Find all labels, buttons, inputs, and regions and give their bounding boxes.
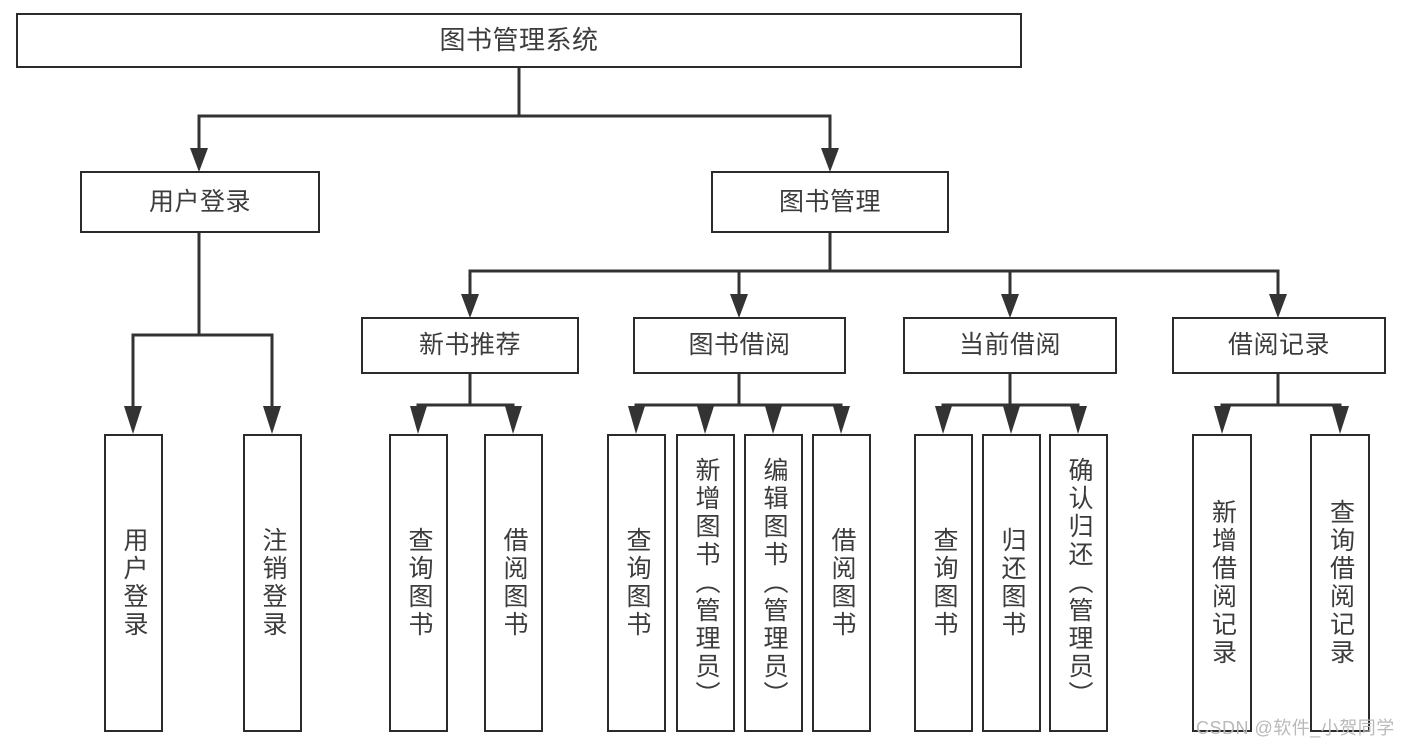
node-label: 借阅记录	[1227, 331, 1330, 359]
node-label: 注销登录	[259, 527, 287, 639]
node-book-management[interactable]: 图书管理	[711, 171, 949, 233]
node-leaf-confirm-return[interactable]: 确认归还（管理员）	[1049, 434, 1108, 732]
node-label: 查询借阅记录	[1326, 499, 1355, 667]
node-label: 图书管理	[778, 187, 881, 216]
node-label: 图书借阅	[688, 331, 791, 359]
node-leaf-logout-login[interactable]: 注销登录	[243, 434, 302, 732]
node-leaf-query-book-current[interactable]: 查询图书	[914, 434, 973, 732]
node-label: 用户登录	[120, 527, 148, 639]
node-leaf-edit-book[interactable]: 编辑图书（管理员）	[744, 434, 803, 732]
node-leaf-query-book-recommend[interactable]: 查询图书	[389, 434, 448, 732]
node-leaf-borrow-book-recommend[interactable]: 借阅图书	[484, 434, 543, 732]
node-label: 查询图书	[930, 527, 958, 639]
node-label: 查询图书	[623, 527, 651, 639]
node-label: 当前借阅	[958, 331, 1061, 359]
node-leaf-query-borrow-record[interactable]: 查询借阅记录	[1310, 434, 1370, 732]
node-label: 新增图书（管理员）	[692, 457, 720, 709]
node-leaf-user-login[interactable]: 用户登录	[104, 434, 163, 732]
node-label: 新书推荐	[418, 331, 521, 359]
node-leaf-return-book[interactable]: 归还图书	[982, 434, 1041, 732]
node-label: 用户登录	[148, 187, 251, 216]
node-label: 查询图书	[405, 527, 433, 639]
node-leaf-borrow-book[interactable]: 借阅图书	[812, 434, 871, 732]
node-label: 编辑图书（管理员）	[760, 457, 788, 709]
node-leaf-query-book-borrow[interactable]: 查询图书	[607, 434, 666, 732]
node-book-borrow[interactable]: 图书借阅	[633, 317, 846, 374]
node-label: 归还图书	[998, 527, 1026, 639]
csdn-watermark: CSDN @软件_小贺同学	[1196, 718, 1395, 738]
node-label: 确认归还（管理员）	[1065, 457, 1093, 709]
node-leaf-add-borrow-record[interactable]: 新增借阅记录	[1192, 434, 1252, 732]
node-new-book-recommend[interactable]: 新书推荐	[361, 317, 579, 374]
node-label: 借阅图书	[828, 527, 856, 639]
node-label: 新增借阅记录	[1208, 499, 1237, 667]
node-leaf-add-book[interactable]: 新增图书（管理员）	[676, 434, 735, 732]
node-label: 借阅图书	[500, 527, 528, 639]
node-label: 图书管理系统	[439, 25, 599, 56]
node-book-management-system[interactable]: 图书管理系统	[16, 13, 1022, 68]
node-borrow-record[interactable]: 借阅记录	[1172, 317, 1386, 374]
node-user-login[interactable]: 用户登录	[80, 171, 320, 233]
node-current-borrow[interactable]: 当前借阅	[903, 317, 1117, 374]
